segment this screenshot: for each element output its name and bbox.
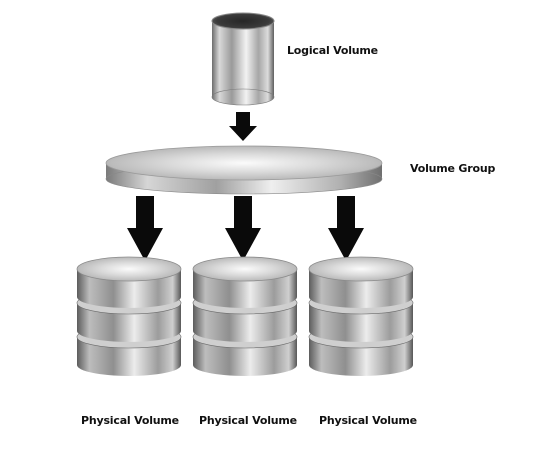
- arrow-lv-to-vg: [229, 112, 257, 141]
- physical-volume-label-3: Physical Volume: [319, 414, 417, 427]
- physical-volume-stack-3: [308, 256, 414, 376]
- volume-group-plate: [105, 145, 383, 195]
- logical-volume-cylinder: [211, 12, 275, 106]
- volume-group-label: Volume Group: [410, 162, 496, 175]
- arrow-vg-to-pv-2: [225, 196, 261, 261]
- logical-volume-label: Logical Volume: [287, 44, 378, 57]
- physical-volume-label-1: Physical Volume: [81, 414, 179, 427]
- arrow-vg-to-pv-3: [328, 196, 364, 261]
- physical-volume-stack-1: [76, 256, 182, 376]
- physical-volume-label-2: Physical Volume: [199, 414, 297, 427]
- physical-volume-stack-2: [192, 256, 298, 376]
- arrow-vg-to-pv-1: [127, 196, 163, 261]
